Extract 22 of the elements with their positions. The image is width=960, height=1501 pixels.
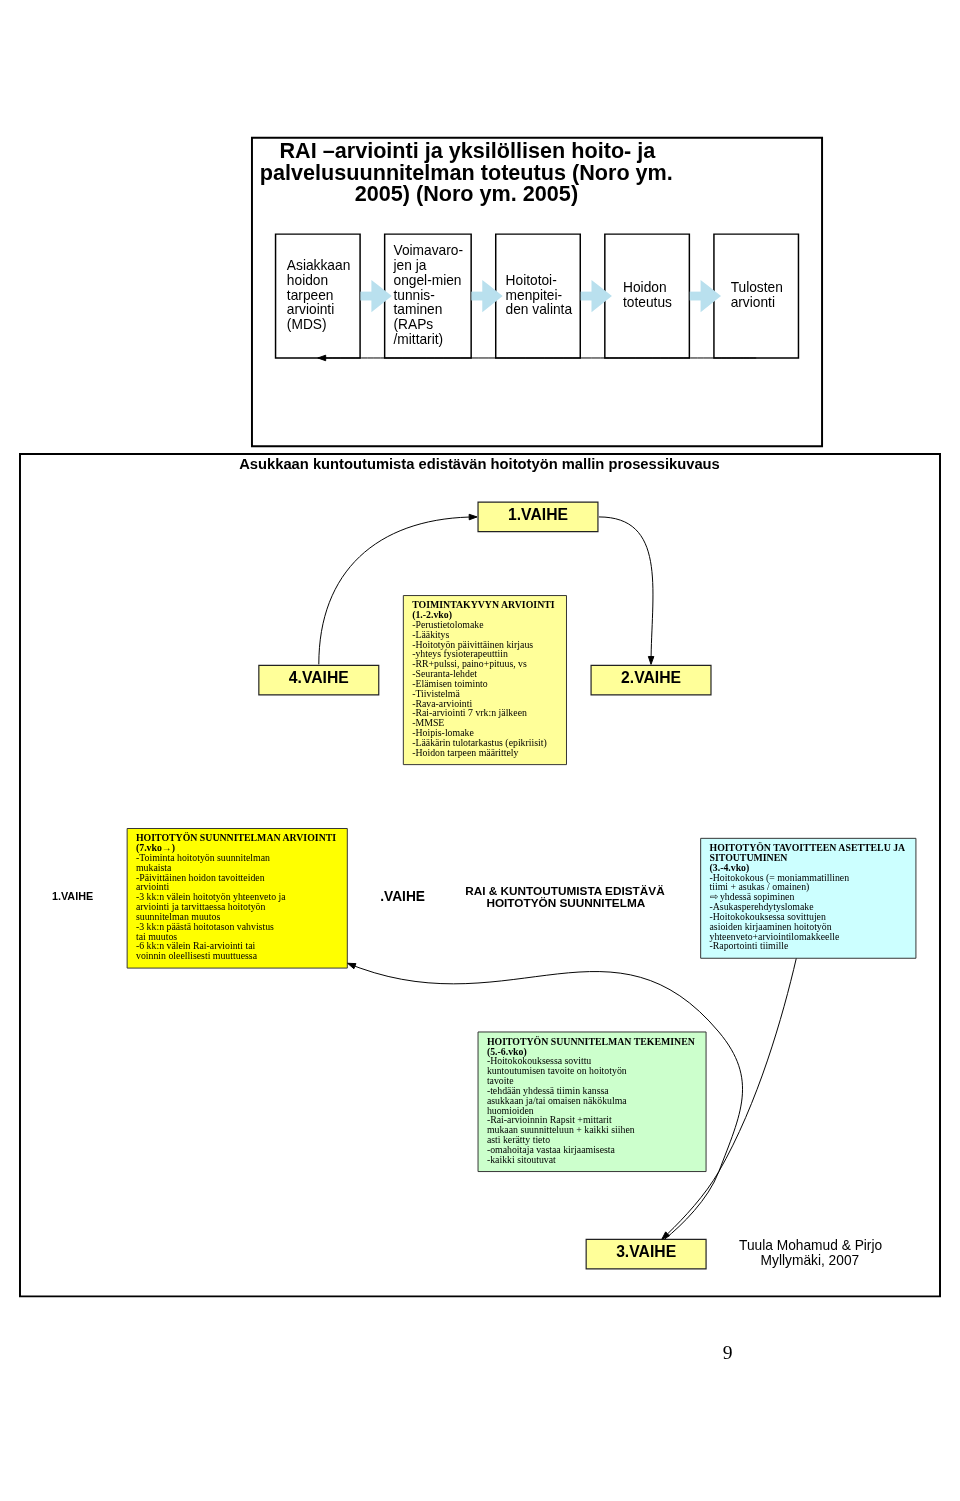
label: RAI & KUNTOUTUMISTA EDISTÄVÄ HOITOTYÖN SUUNNITELMA — [465, 883, 665, 909]
node-box: 4.VAIHE — [258, 664, 380, 695]
node-box: Voimavaro-jen ja ongel-mien tunnis-taminen (RAPs /mittarit) — [383, 232, 472, 359]
label: 1.VAIHE — [51, 889, 94, 902]
node-box: Tulosten arvionti — [713, 232, 800, 359]
node-box: HOITOTYÖN SUUNNITELMAN TEKEMINEN (5.-6.vko) -Hoitokokouksessa sovittu kuntoutumisen tavoite on hoitotyön tavoite -tehdään yhdessä tiimin kanssa asukkaan ja/tai omaisen näkökulma huomioiden -Rai-arvioinnin Rapsit +mittarit mukaan suunnitteluun + kaikki siihen asti kerätty tieto -omahoitaja vastaa kirjaamisesta -kaikki sitoutuvat — [477, 1031, 707, 1172]
node-box: Hoitotoi-menpitei-den valinta — [495, 232, 581, 359]
label: .VAIHE — [380, 888, 426, 904]
label: 9 — [722, 1340, 733, 1363]
node-box: HOITOTYÖN TAVOITTEEN ASETTELU JA SITOUTUMINEN (3.-4.vko) -Hoitokokous (= moniammatillinen tiimi + asukas / omainen) ⇨ yhdessä sopiminen -Asukasperehdytyslomake -Hoitokokouksessa sovittujen asioiden kirjaaminen hoitotyön yhteenveto+arviointilomakkeelle -Raportointi tiimille — [700, 837, 917, 959]
arrow — [347, 962, 743, 1240]
label: Tuula Mohamud & Pirjo Myllymäki, 2007 — [739, 1237, 883, 1268]
arrow — [318, 513, 478, 665]
arrow — [661, 957, 797, 1240]
node-box: 2.VAIHE — [590, 664, 712, 695]
node-box: 3.VAIHE — [585, 1238, 707, 1269]
node-box: 1.VAIHE — [477, 501, 599, 532]
arrow — [317, 354, 757, 361]
arrow — [598, 515, 655, 665]
node-box: HOITOTYÖN SUUNNITELMAN ARVIOINTI (7.vko→) -Toiminta hoitotyön suunnitelman mukaista -Päivittäinen hoidon tavoitteiden arviointi -3 kk:n välein hoitotyön yhteenveto ja arviointi ja tarvittaessa hoitotyön suunnitelman muutos -3 kk:n päästä hoitotason vahvistus tai muutos -6 kk:n välein Rai-arviointi tai voinnin oleellisesti muuttuessa — [126, 827, 348, 969]
node-box: Hoidon toteutus — [604, 232, 691, 359]
node-box: TOIMINTAKYVYN ARVIOINTI (1.-2.vko) -Perustietolomake -Lääkitys -Hoitotyön päivittäinen kirjaus -yhteys fysioterapeuttiin -RR+pulssi, paino+pituus, vs -Seuranta-lehdet -Elämisen toiminto -Tiivistelmä -Rava-arviointi -Rai-arviointi 7 vrk:n jälkeen -MMSE -Hoipis-lomake -Lääkärin tulotarkastus (epikriisit) -Hoidon tarpeen määrittely — [402, 594, 567, 765]
